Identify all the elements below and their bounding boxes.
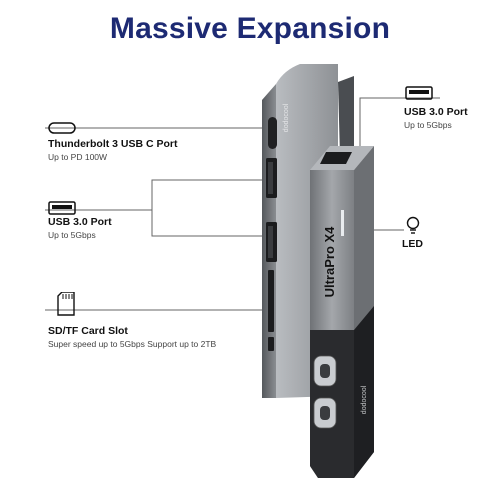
port-sd-slot	[268, 270, 274, 332]
usb-a-icon	[48, 201, 76, 220]
usb-c-icon	[48, 121, 76, 139]
port-tf-slot	[268, 337, 274, 351]
usb-right-sub: Up to 5Gbps	[404, 120, 452, 130]
sd-label: SD/TF Card Slot Super speed up to 5Gbps …	[48, 325, 216, 350]
led-bulb-icon	[406, 216, 420, 241]
device-brand-text-right: dodocool	[361, 385, 368, 414]
usb-left-bracket-line	[151, 179, 268, 237]
led-label: LED	[402, 238, 423, 251]
sd-card-icon	[56, 291, 76, 321]
device-model-text: UltraPro X4	[322, 226, 337, 298]
led-indicator	[341, 210, 344, 236]
usb-a-icon-right	[405, 86, 433, 105]
usb-right-callout-line	[359, 97, 440, 152]
led-heading: LED	[402, 238, 423, 250]
device-brand-text-left: dodocool	[283, 103, 290, 132]
port-usb-a-top	[320, 152, 352, 164]
usb-right-heading: USB 3.0 Port	[404, 106, 468, 118]
usb-right-label: USB 3.0 Port Up to 5Gbps	[404, 106, 468, 131]
usb-left-sub: Up to 5Gbps	[48, 230, 96, 240]
page-title: Massive Expansion	[109, 12, 391, 45]
usb-left-label: USB 3.0 Port Up to 5Gbps	[48, 216, 112, 241]
thunderbolt-heading: Thunderbolt 3 USB C Port	[48, 138, 178, 150]
sd-heading: SD/TF Card Slot	[48, 325, 128, 337]
back-connector	[338, 76, 354, 156]
thunderbolt-label: Thunderbolt 3 USB C Port Up to PD 100W	[48, 138, 178, 163]
port-usb-c	[268, 117, 277, 149]
thunderbolt-sub: Up to PD 100W	[48, 152, 108, 162]
usb-left-heading: USB 3.0 Port	[48, 216, 112, 228]
sd-sub: Super speed up to 5Gbps Support up to 2T…	[48, 339, 217, 349]
